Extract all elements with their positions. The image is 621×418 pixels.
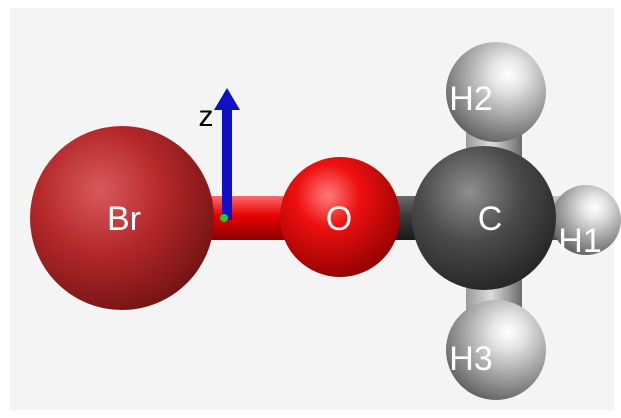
z-axis-shaft — [222, 104, 232, 220]
atoms — [30, 42, 621, 400]
atom-label-br: Br — [107, 200, 141, 238]
z-axis-label: z — [199, 100, 214, 133]
axis-origin-dot — [220, 214, 228, 222]
atom-h2[interactable] — [446, 42, 546, 142]
atom-label-o: O — [326, 200, 352, 238]
atom-h3[interactable] — [446, 300, 546, 400]
atom-label-h3: H3 — [449, 340, 492, 378]
atom-label-c: C — [478, 200, 503, 238]
atom-c[interactable] — [412, 146, 556, 290]
atom-br[interactable] — [30, 126, 214, 310]
z-axis-arrowhead-icon — [214, 88, 240, 110]
atom-o[interactable] — [280, 157, 400, 277]
z-axis: z — [199, 88, 240, 222]
atom-h1[interactable] — [551, 185, 621, 255]
atom-label-h2: H2 — [449, 80, 492, 118]
atom-label-h1: H1 — [558, 222, 601, 260]
atom-labels: Br O C H1 H2 H3 — [107, 80, 602, 378]
